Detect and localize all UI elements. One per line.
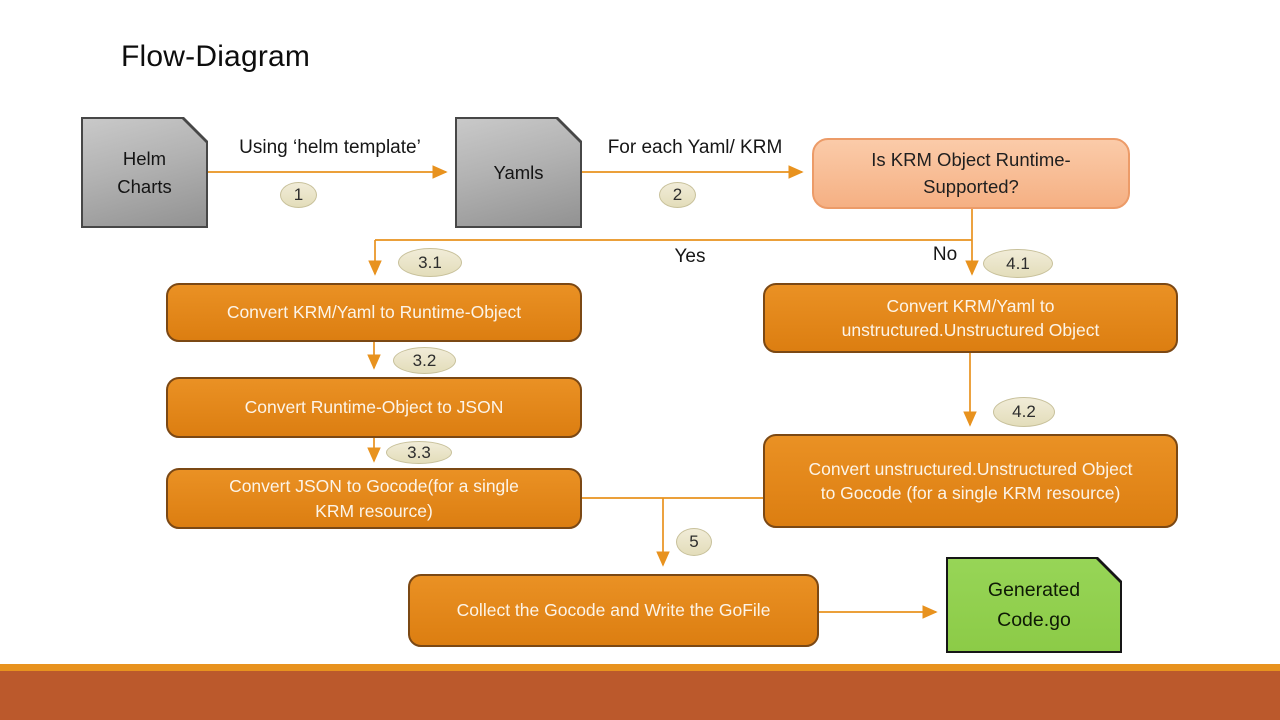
badge-3-2: 3.2 [393,347,456,374]
node-label: Yamls [493,161,544,183]
node-helm-charts: Helm Charts [81,117,208,228]
node-convert-unstructured-gocode: Convert unstructured.Unstructured Object… [763,434,1178,528]
node-convert-krm-runtime: Convert KRM/Yaml to Runtime-Object [166,283,582,342]
badge-4-1: 4.1 [983,249,1053,278]
node-label: Convert KRM/Yaml to unstructured.Unstruc… [841,295,1100,340]
node-yamls: Yamls [455,117,582,228]
node-convert-json-gocode: Convert JSON to Gocode(for a single KRM … [166,468,582,529]
edge-label-for-each-yaml: For each Yaml/ KRM [607,137,783,158]
node-yamls-face: Yamls [457,119,580,226]
badge-4-2: 4.2 [993,397,1055,427]
badge-2: 2 [659,182,696,208]
node-label: Convert KRM/Yaml to Runtime-Object [226,302,522,323]
badge-3-1: 3.1 [398,248,462,277]
badge-5: 5 [676,528,712,556]
footer-band [0,671,1280,720]
node-decision: Is KRM Object Runtime-Supported? [812,138,1130,209]
node-label: Is KRM Object Runtime-Supported? [871,148,1071,197]
node-generated-code-face: Generated Code.go [948,559,1120,651]
node-label: Collect the Gocode and Write the GoFile [456,600,771,621]
node-helm-charts-face: Helm Charts [83,119,206,226]
edge-label-using-helm-template: Using ‘helm template’ [239,137,421,158]
badge-1: 1 [280,182,317,208]
node-generated-code: Generated Code.go [946,557,1122,653]
node-collect-gocode: Collect the Gocode and Write the GoFile [408,574,819,647]
node-label: Helm Charts [117,147,172,197]
node-convert-runtime-json: Convert Runtime-Object to JSON [166,377,582,438]
node-label: Convert unstructured.Unstructured Object… [808,458,1133,503]
node-label: Convert Runtime-Object to JSON [244,397,504,418]
badge-3-3: 3.3 [386,441,452,464]
node-convert-krm-unstructured: Convert KRM/Yaml to unstructured.Unstruc… [763,283,1178,353]
branch-label-yes: Yes [674,246,706,267]
branch-label-no: No [932,244,958,265]
footer-accent-strip [0,664,1280,671]
node-label: Convert JSON to Gocode(for a single KRM … [229,476,519,521]
page-title: Flow-Diagram [121,40,311,73]
node-label: Generated Code.go [987,578,1081,631]
